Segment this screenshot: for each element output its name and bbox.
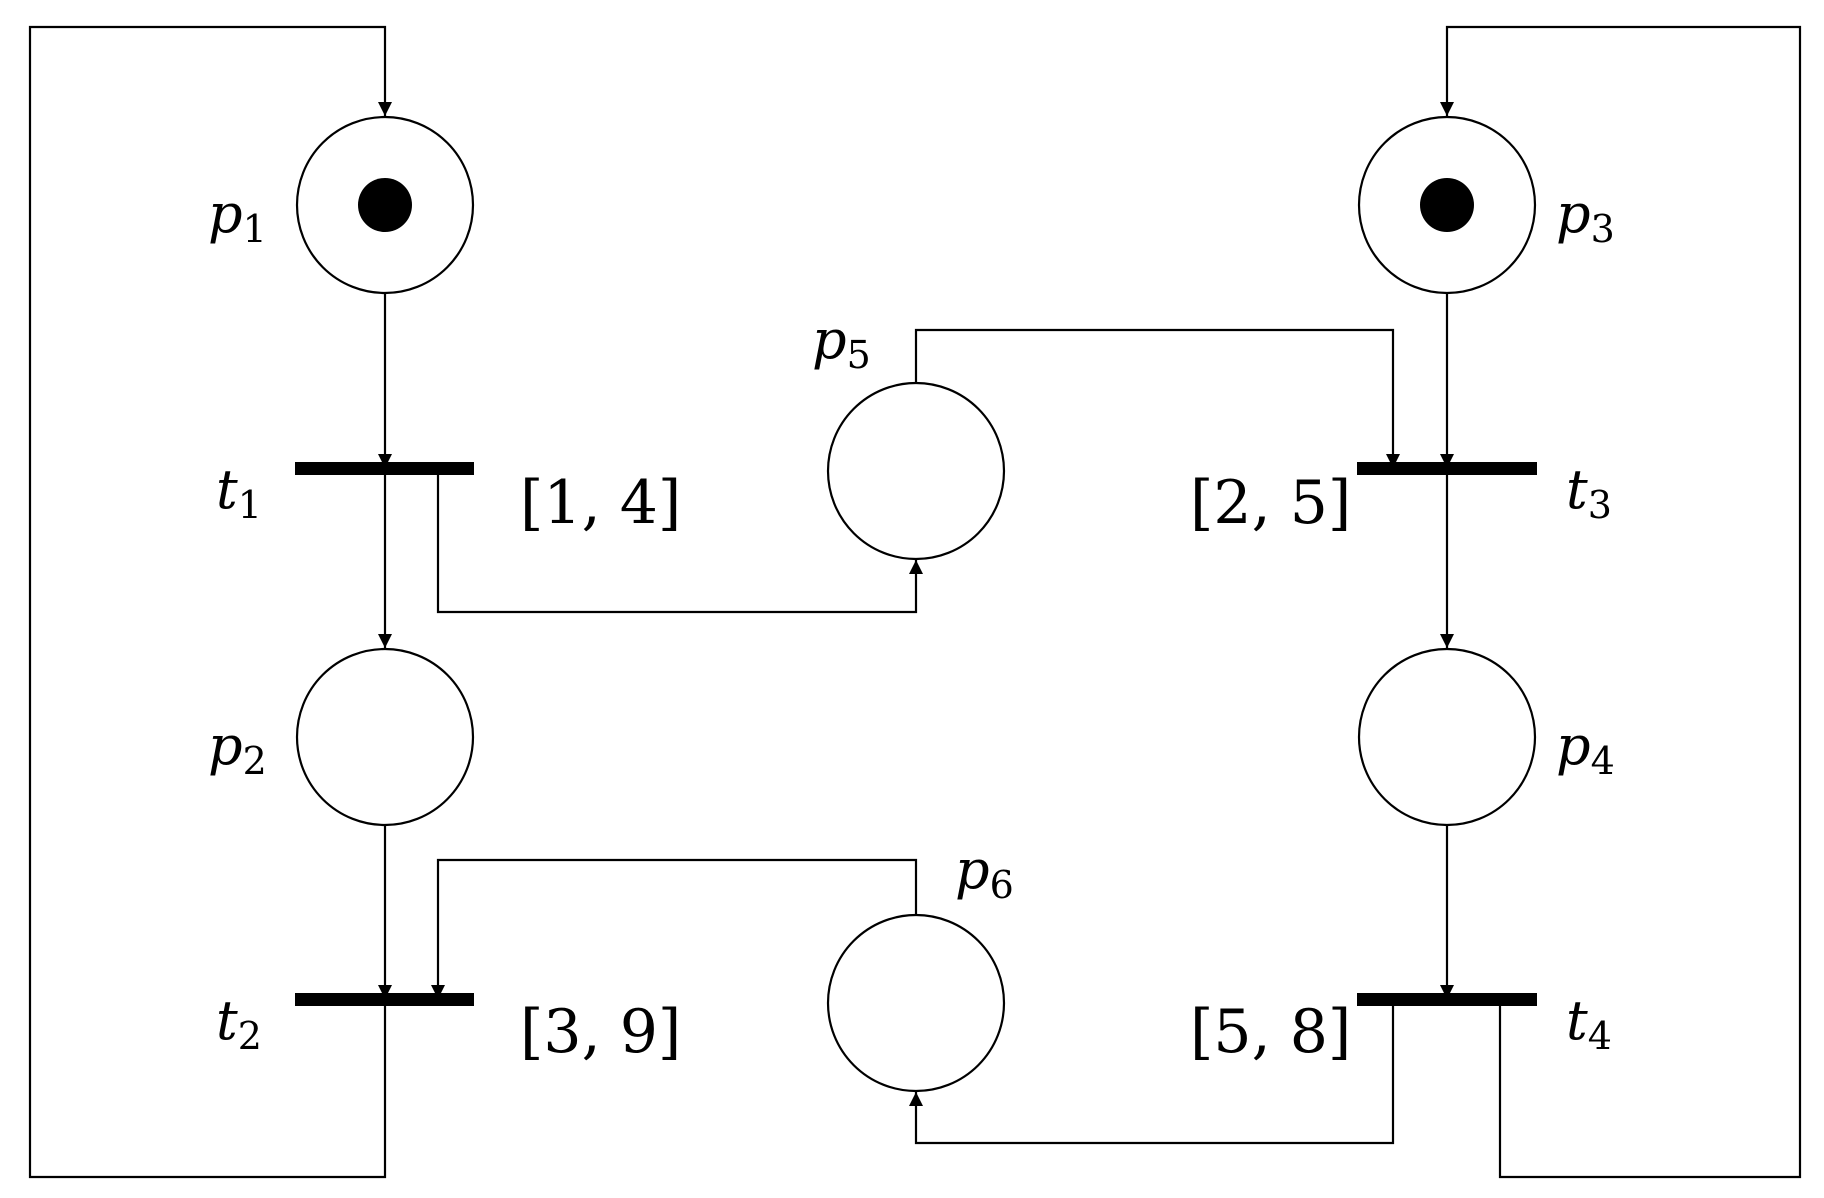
place-p1 (295, 115, 475, 295)
place-circle (826, 381, 1006, 561)
place-label-p1: p1 (208, 182, 267, 251)
arc-p6-t2 (431, 858, 918, 999)
transition-label-t4: t4 (1566, 989, 1612, 1058)
place-p6 (826, 913, 1006, 1093)
place-p2 (295, 647, 475, 827)
place-labels: p1 p2 p3 p4 p5 p6 (208, 182, 1615, 907)
place-p4 (1357, 647, 1537, 827)
place-label-p5: p5 (812, 308, 871, 377)
place-label-p3: p3 (1556, 182, 1615, 251)
transition-label-t2: t2 (216, 989, 262, 1058)
transition-bar-t2 (295, 993, 474, 1006)
token (1420, 178, 1474, 232)
interval-label-t4: [5, 8] (1190, 997, 1351, 1067)
arc-t4-p6 (909, 999, 1395, 1145)
interval-label-t1: [1, 4] (520, 468, 681, 538)
transition-label-t1: t1 (216, 458, 262, 527)
arc-t4-p3 (1440, 25, 1802, 1179)
place-p3 (1357, 115, 1537, 295)
place-label-p4: p4 (1556, 714, 1615, 783)
transition-bar-t3 (1357, 462, 1537, 475)
transition-bar-t4 (1357, 993, 1537, 1006)
arc-t1-p5 (436, 468, 923, 614)
place-circle (295, 647, 475, 827)
transition-labels: t1 t2 t3 t4 (216, 458, 1612, 1058)
places (295, 115, 1537, 1093)
token (358, 178, 412, 232)
interval-label-t2: [3, 9] (520, 997, 681, 1067)
place-circle (826, 913, 1006, 1093)
interval-label-t3: [2, 5] (1190, 468, 1351, 538)
place-circle (1357, 647, 1537, 827)
transition-label-t3: t3 (1566, 458, 1612, 527)
arc-t2-p1 (28, 25, 392, 1179)
arc-p5-t3 (914, 328, 1400, 468)
transitions (295, 462, 1537, 1006)
place-p5 (826, 381, 1006, 561)
arcs (28, 25, 1802, 1179)
place-label-p6: p6 (955, 838, 1014, 907)
transition-bar-t1 (295, 462, 474, 475)
interval-labels: [1, 4] [3, 9] [2, 5] [5, 8] (520, 468, 1351, 1067)
place-label-p2: p2 (208, 714, 267, 783)
